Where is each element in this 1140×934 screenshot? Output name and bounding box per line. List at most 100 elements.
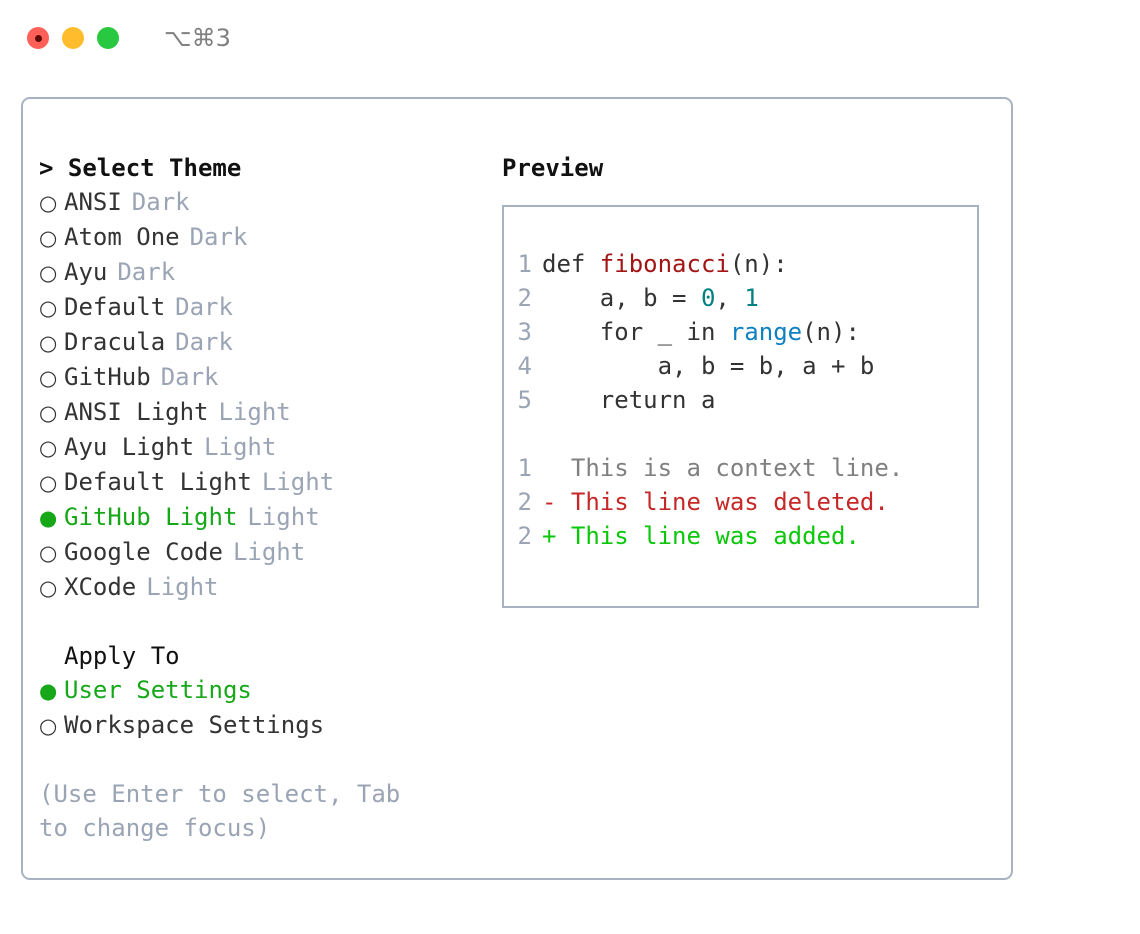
apply-to-item-label: User Settings [64, 676, 252, 704]
code-token: a, b = [599, 284, 701, 312]
theme-item-default[interactable]: ○ Default Dark [39, 290, 489, 325]
keyboard-shortcut-label: ⌥⌘3 [164, 24, 231, 52]
theme-item-label: Default [64, 293, 166, 321]
preview-box: 1 def fibonacci(n): 2 a, b = 0, 1 3 for … [502, 205, 979, 608]
code-content: a, b = b, a + b [542, 349, 875, 383]
radio-unselected-icon: ○ [39, 191, 58, 215]
diff-text: This line was added. [570, 522, 860, 550]
code-content: def fibonacci(n): [542, 247, 788, 281]
theme-item-default-light[interactable]: ○ Default Light Light [39, 465, 489, 500]
code-token: def [542, 250, 600, 278]
code-content: for _ in range(n): [542, 315, 860, 349]
theme-item-variant: Dark [189, 223, 248, 251]
radio-unselected-icon: ○ [39, 401, 58, 425]
radio-unselected-icon: ○ [39, 296, 58, 320]
diff-marker: - [542, 488, 557, 516]
close-window-button[interactable] [27, 27, 49, 49]
diff-content: + This line was added. [542, 519, 860, 553]
code-indent [542, 352, 658, 380]
code-indent [542, 318, 600, 346]
theme-item-ansi-light[interactable]: ○ ANSI Light Light [39, 395, 489, 430]
diff-content: - This line was deleted. [542, 485, 889, 519]
theme-item-atom-one[interactable]: ○ Atom One Dark [39, 220, 489, 255]
line-number: 2 [517, 522, 532, 550]
apply-to-item-workspace-settings[interactable]: ○ Workspace Settings [39, 708, 489, 743]
line-number: 1 [517, 250, 532, 278]
code-token: (n): [802, 318, 860, 346]
radio-unselected-icon: ○ [39, 331, 58, 355]
diff-text: This is a context line. [570, 454, 904, 482]
code-token: 1 [744, 284, 759, 312]
theme-item-label: ANSI Light [64, 398, 209, 426]
theme-item-label: Default Light [64, 468, 252, 496]
theme-list: ○ ANSI Dark ○ Atom One Dark ○ Ayu Dark [39, 185, 489, 605]
theme-selector-column: > Select Theme ○ ANSI Dark ○ Atom One Da… [39, 151, 489, 845]
minimize-window-button[interactable] [62, 27, 84, 49]
theme-item-github[interactable]: ○ GitHub Dark [39, 360, 489, 395]
theme-item-ayu-light[interactable]: ○ Ayu Light Light [39, 430, 489, 465]
radio-unselected-icon: ○ [39, 436, 58, 460]
radio-selected-icon: ● [39, 506, 58, 530]
radio-unselected-icon: ○ [39, 366, 58, 390]
code-content: return a [542, 383, 716, 417]
line-number: 5 [517, 386, 532, 414]
keyboard-hint-text: (Use Enter to select, Tab to change focu… [39, 780, 415, 842]
line-number: 3 [517, 318, 532, 346]
theme-item-label: ANSI [64, 188, 122, 216]
select-theme-heading: > Select Theme [39, 154, 242, 182]
radio-selected-icon: ● [39, 679, 58, 703]
theme-item-dracula[interactable]: ○ Dracula Dark [39, 325, 489, 360]
radio-unselected-icon: ○ [39, 226, 58, 250]
code-token: for _ in [599, 318, 730, 346]
radio-unselected-icon: ○ [39, 261, 58, 285]
apply-to-list: ● User Settings ○ Workspace Settings [39, 673, 489, 743]
theme-item-variant: Dark [175, 328, 233, 356]
radio-unselected-icon: ○ [39, 541, 58, 565]
line-number: 1 [517, 454, 532, 482]
theme-item-google-code[interactable]: ○ Google Code Light [39, 535, 489, 570]
theme-item-variant: Light [261, 468, 335, 496]
theme-item-ayu[interactable]: ○ Ayu Dark [39, 255, 489, 290]
preview-column: Preview 1 def fibonacci(n): 2 a, b = 0, … [502, 151, 1002, 608]
apply-to-item-user-settings[interactable]: ● User Settings [39, 673, 489, 708]
theme-item-ansi[interactable]: ○ ANSI Dark [39, 185, 489, 220]
theme-item-variant: Light [146, 573, 219, 601]
diff-marker [542, 454, 556, 482]
code-token: range [729, 318, 803, 346]
theme-item-xcode[interactable]: ○ XCode Light [39, 570, 489, 605]
code-token: a, b = b, a + b [657, 352, 875, 380]
radio-unselected-icon: ○ [39, 714, 58, 738]
line-number: 2 [517, 284, 532, 312]
code-content: a, b = 0, 1 [542, 281, 759, 315]
diff-text: This line was deleted. [570, 488, 889, 516]
maximize-window-button[interactable] [97, 27, 119, 49]
code-line: 5 return a [504, 383, 977, 417]
theme-item-label: Dracula [64, 328, 166, 356]
preview-heading: Preview [502, 154, 604, 182]
theme-item-variant: Light [232, 538, 306, 566]
diff-content: This is a context line. [542, 451, 903, 485]
theme-item-variant: Dark [175, 293, 233, 321]
theme-item-variant: Light [247, 503, 320, 531]
diff-marker: + [542, 522, 557, 550]
theme-item-github-light[interactable]: ● GitHub Light Light [39, 500, 489, 535]
theme-item-label: Google Code [64, 538, 223, 566]
theme-item-label: Ayu [64, 258, 108, 286]
line-number: 4 [517, 352, 532, 380]
theme-item-variant: Light [218, 398, 291, 426]
apply-to-item-label: Workspace Settings [64, 711, 325, 739]
code-token: 0 [700, 284, 716, 312]
code-line: 4 a, b = b, a + b [504, 349, 977, 383]
diff-line-deleted: 2 - This line was deleted. [504, 485, 977, 519]
diff-line-context: 1 This is a context line. [504, 451, 977, 485]
code-line: 1 def fibonacci(n): [504, 247, 977, 281]
code-line: 2 a, b = 0, 1 [504, 281, 977, 315]
radio-unselected-icon: ○ [39, 576, 58, 600]
theme-item-variant: Dark [131, 188, 190, 216]
diff-line-added: 2 + This line was added. [504, 519, 977, 553]
section-spacer [39, 605, 489, 639]
code-sample: 1 def fibonacci(n): 2 a, b = 0, 1 3 for … [504, 247, 977, 553]
traffic-light-group [27, 27, 119, 49]
code-token: return a [599, 386, 716, 414]
theme-item-variant: Light [204, 433, 277, 461]
